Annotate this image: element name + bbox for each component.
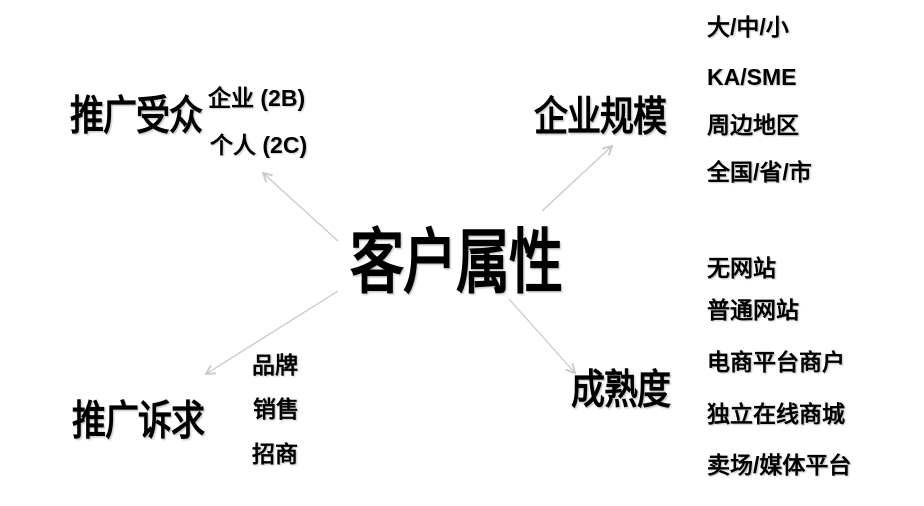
center-topic: 客户属性	[350, 224, 563, 303]
list-item-maturity-ecommerce: 电商平台商户	[707, 349, 845, 375]
list-item-maturity-normalsite: 普通网站	[707, 297, 799, 323]
branch-label-audience: 推广受众	[70, 93, 203, 140]
branch-label-maturity: 成熟度	[571, 367, 671, 414]
list-item-scale-size: 大/中/小	[707, 14, 789, 40]
list-item-audience-2c: 个人 (2C)	[210, 132, 308, 158]
arrow-to-audience	[263, 173, 339, 242]
list-item-maturity-nosite: 无网站	[707, 255, 776, 281]
list-item-demand-invest: 招商	[252, 441, 298, 467]
arrow-to-scale	[541, 146, 612, 212]
list-item-scale-national: 全国/省/市	[707, 159, 812, 185]
branch-label-scale: 企业规模	[534, 94, 667, 141]
list-item-maturity-mediaplatform: 卖场/媒体平台	[707, 452, 852, 478]
list-item-audience-2b: 企业 (2B)	[208, 85, 306, 111]
list-item-demand-sales: 销售	[253, 396, 299, 422]
list-item-scale-kasme: KA/SME	[707, 64, 797, 90]
list-item-maturity-onlinemall: 独立在线商城	[707, 401, 845, 427]
list-item-scale-region: 周边地区	[707, 112, 799, 138]
branch-label-demand: 推广诉求	[72, 398, 205, 445]
arrow-to-maturity	[508, 298, 575, 373]
list-item-demand-brand: 品牌	[252, 352, 298, 378]
